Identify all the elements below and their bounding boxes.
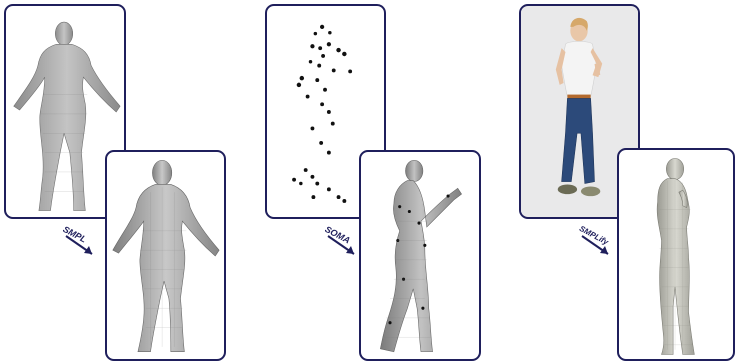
- smpl-body-model-image: [107, 152, 224, 359]
- arrow-icon: [62, 222, 122, 262]
- smplify-arrow: SMPLify: [578, 222, 638, 262]
- soma-arrow: SOMA: [324, 222, 384, 262]
- smpl-fit-card: [105, 150, 226, 361]
- arrow-icon: [324, 222, 384, 262]
- smpl-arrow: SMPL: [62, 222, 122, 262]
- arrow-icon: [578, 222, 638, 262]
